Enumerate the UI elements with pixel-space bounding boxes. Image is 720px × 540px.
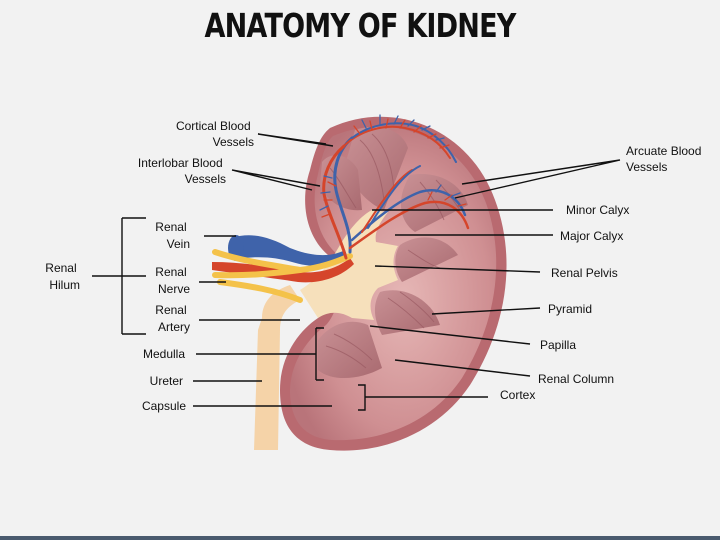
label-ureter: Ureter (150, 374, 183, 388)
label-pyramid: Pyramid (548, 302, 592, 316)
label-cortex: Cortex (500, 388, 535, 402)
label-renal-nerve: Renal Nerve (155, 265, 190, 296)
label-renal-artery: Renal Artery (155, 303, 190, 334)
page-title: ANATOMY OF KIDNEY (204, 6, 516, 45)
label-capsule: Capsule (142, 399, 186, 413)
renal-nerve (212, 249, 353, 303)
label-arcuate-blood-vessels: Arcuate Blood Vessels (626, 144, 705, 174)
leader-lines (92, 133, 621, 411)
label-major-calyx: Major Calyx (560, 229, 623, 243)
label-medulla: Medulla (143, 347, 185, 361)
pyramids (318, 126, 468, 379)
ureter (254, 285, 300, 450)
label-papilla: Papilla (540, 338, 576, 352)
label-renal-hilum: Renal Hilum (45, 261, 80, 292)
blood-vessels (319, 114, 470, 260)
label-interlobar-blood-vessels: Interlobar Blood Vessels (138, 156, 226, 186)
label-cortical-blood-vessels: Cortical Blood Vessels (176, 119, 254, 149)
label-minor-calyx: Minor Calyx (566, 203, 629, 217)
label-renal-pelvis: Renal Pelvis (551, 266, 618, 280)
label-renal-column: Renal Column (538, 372, 614, 386)
bottom-bar (0, 536, 720, 540)
renal-vein (232, 235, 348, 267)
label-renal-vein: Renal Vein (155, 220, 190, 251)
